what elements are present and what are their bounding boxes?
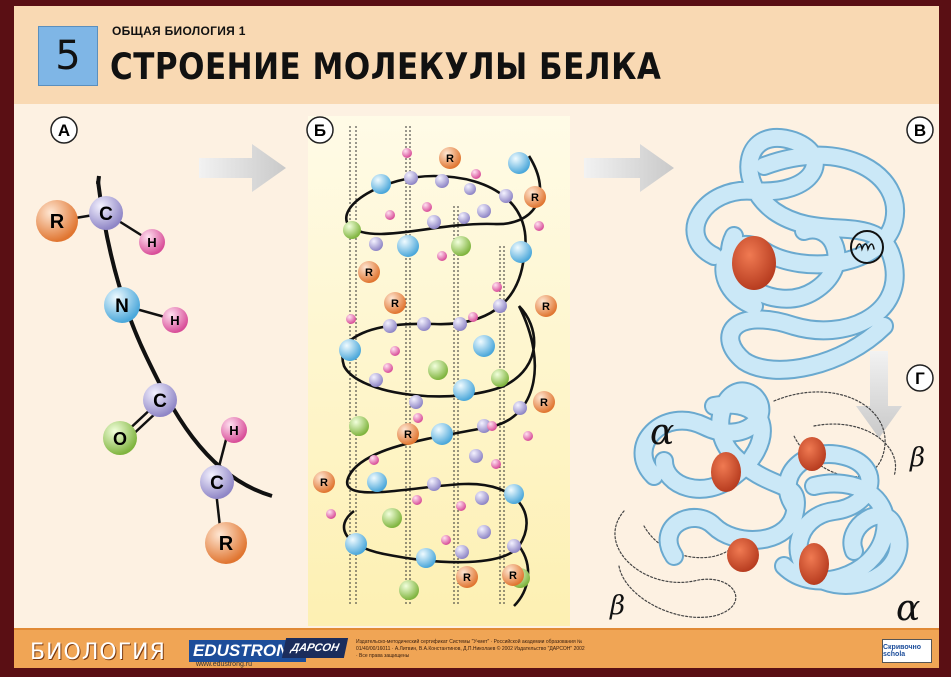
svg-text:C: C <box>210 473 224 494</box>
panel-label-g: Г <box>907 365 933 391</box>
svg-text:R: R <box>365 267 373 279</box>
svg-text:R: R <box>391 298 399 310</box>
svg-text:R: R <box>542 301 550 313</box>
svg-text:Б: Б <box>314 121 326 140</box>
heme-group <box>732 236 776 290</box>
beta-label: β <box>609 591 625 621</box>
arrow-a-to-b <box>199 144 286 192</box>
svg-text:R: R <box>509 570 517 582</box>
heme-group <box>727 538 759 572</box>
svg-text:R: R <box>50 211 65 233</box>
svg-text:А: А <box>58 121 70 140</box>
svg-text:C: C <box>99 204 113 225</box>
svg-text:H: H <box>170 313 179 328</box>
svg-text:H: H <box>229 423 238 438</box>
schola-logo: Скривочно schola <box>882 639 932 663</box>
heme-group <box>799 543 829 585</box>
arrow-v-to-g <box>856 351 902 438</box>
svg-text:N: N <box>115 296 129 317</box>
svg-text:Г: Г <box>915 369 925 388</box>
svg-text:C: C <box>153 391 167 412</box>
panel-b-helix: R R R R R R R R R R <box>313 126 557 606</box>
panel-v-tertiary <box>695 138 895 370</box>
protein-structure-diagram: А Б В Г R <box>14 6 939 628</box>
svg-text:В: В <box>914 121 926 140</box>
arrow-b-to-v <box>584 144 674 192</box>
heme-group <box>711 452 741 492</box>
footer-credits: Издательско-методический сертификат Сист… <box>356 639 586 660</box>
panel-label-b: Б <box>307 117 333 143</box>
footer-site: www.edustrong.ru <box>196 661 252 668</box>
svg-text:R: R <box>404 429 412 441</box>
alpha-label: α <box>650 412 674 453</box>
panel-label-a: А <box>51 117 77 143</box>
panel-a-peptide: R C H N H C O H C R <box>36 176 272 564</box>
svg-text:R: R <box>531 192 539 204</box>
svg-text:R: R <box>540 397 548 409</box>
svg-text:O: O <box>113 429 127 449</box>
svg-text:R: R <box>463 572 471 584</box>
heme-group <box>798 437 826 471</box>
alpha-label: α <box>896 588 920 628</box>
svg-text:R: R <box>219 533 234 555</box>
publisher-logo: ДАРСОН <box>282 638 348 658</box>
svg-text:R: R <box>446 153 454 165</box>
footer: БИОЛОГИЯ EDUSTRONG www.edustrong.ru ДАРС… <box>14 628 939 668</box>
svg-text:R: R <box>320 477 328 489</box>
beta-label: β <box>909 443 925 473</box>
panel-label-v: В <box>907 117 933 143</box>
poster-sheet: 5 ОБЩАЯ БИОЛОГИЯ 1 СТРОЕНИЕ МОЛЕКУЛЫ БЕЛ… <box>14 6 939 668</box>
svg-text:H: H <box>147 235 156 250</box>
footer-subject: БИОЛОГИЯ <box>30 640 166 665</box>
